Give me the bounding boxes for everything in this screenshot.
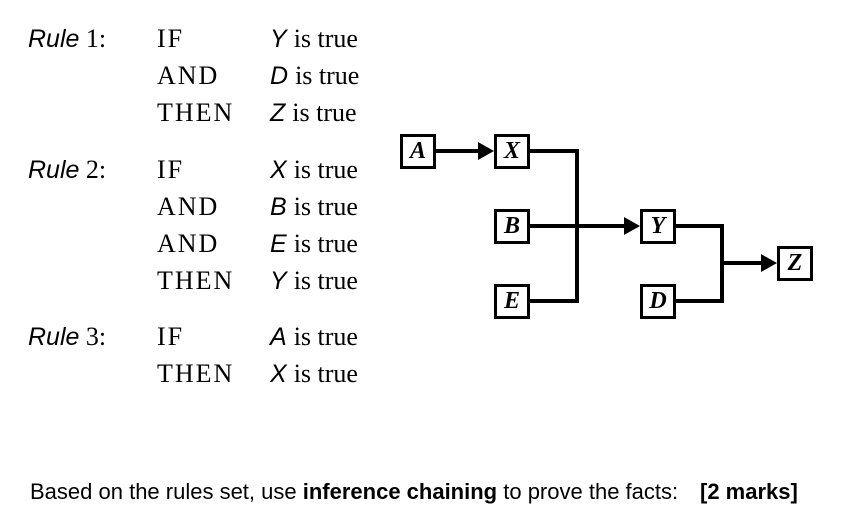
node-D: D <box>640 284 676 319</box>
node-Z: Z <box>777 246 813 281</box>
clause-keyword: AND <box>157 191 220 221</box>
edge-a-x-shaft <box>435 149 480 153</box>
clause-predicate: is true <box>293 265 358 295</box>
clause-variable: B <box>270 192 287 221</box>
edge-x-bus-connector <box>529 149 579 153</box>
question-text-bold: inference chaining <box>302 479 498 504</box>
clause-predicate: is true <box>293 191 358 221</box>
node-B: B <box>494 209 530 244</box>
clause-keyword: IF <box>157 23 185 53</box>
edge-bus-z-shaft <box>720 261 763 265</box>
clause-variable: X <box>270 155 287 184</box>
clause-keyword: THEN <box>157 358 235 388</box>
rule-word: Rule <box>28 24 80 53</box>
clause-variable: E <box>270 229 287 258</box>
clause-predicate: is true <box>293 228 358 258</box>
question-text-suffix: to prove the facts: <box>497 479 679 504</box>
clause-variable: Y <box>270 266 287 295</box>
clause-predicate: is true <box>293 154 358 184</box>
clause-predicate: is true <box>293 23 358 53</box>
edge-b-y-shaft <box>529 224 626 228</box>
node-A: A <box>400 134 436 169</box>
node-Y: Y <box>640 209 676 244</box>
clause-predicate: is true <box>293 321 358 351</box>
edge-a-x-arrowhead-icon <box>478 142 494 160</box>
clause-keyword: AND <box>157 228 220 258</box>
clause-predicate: is true <box>292 97 357 127</box>
clause-variable: Z <box>270 98 286 127</box>
question-text: Based on the rules set, use inference ch… <box>30 479 678 505</box>
clause-variable: X <box>270 359 287 388</box>
clause-variable: Y <box>270 24 287 53</box>
rule-word: Rule <box>28 155 80 184</box>
clause-keyword: IF <box>157 154 185 184</box>
clause-variable: D <box>270 61 289 90</box>
clause-keyword: THEN <box>157 97 235 127</box>
rule-2-label: Rule 2: <box>28 155 157 185</box>
edge-d-bus-connector <box>675 299 724 303</box>
clause-variable: A <box>270 322 287 351</box>
edge-b-y-arrowhead-icon <box>624 217 640 235</box>
edge-y-bus-connector <box>675 224 724 228</box>
rule-number: 2: <box>85 154 107 184</box>
rule-1-label: Rule 1: <box>28 24 157 54</box>
clause-keyword: THEN <box>157 265 235 295</box>
edge-bus-z-arrowhead-icon <box>761 254 777 272</box>
edge-e-bus-connector <box>529 299 579 303</box>
clause-keyword: IF <box>157 321 185 351</box>
rule-number: 3: <box>85 321 107 351</box>
rule-3-label: Rule 3: <box>28 322 157 352</box>
question-text-prefix: Based on the rules set, use <box>30 479 303 504</box>
clause-predicate: is true <box>293 358 358 388</box>
rule-word: Rule <box>28 322 80 351</box>
node-X: X <box>494 134 530 169</box>
rule-number: 1: <box>85 23 107 53</box>
clause-keyword: AND <box>157 60 220 90</box>
node-E: E <box>494 284 530 319</box>
marks-badge: [2 marks] <box>700 479 798 504</box>
clause-predicate: is true <box>295 60 360 90</box>
